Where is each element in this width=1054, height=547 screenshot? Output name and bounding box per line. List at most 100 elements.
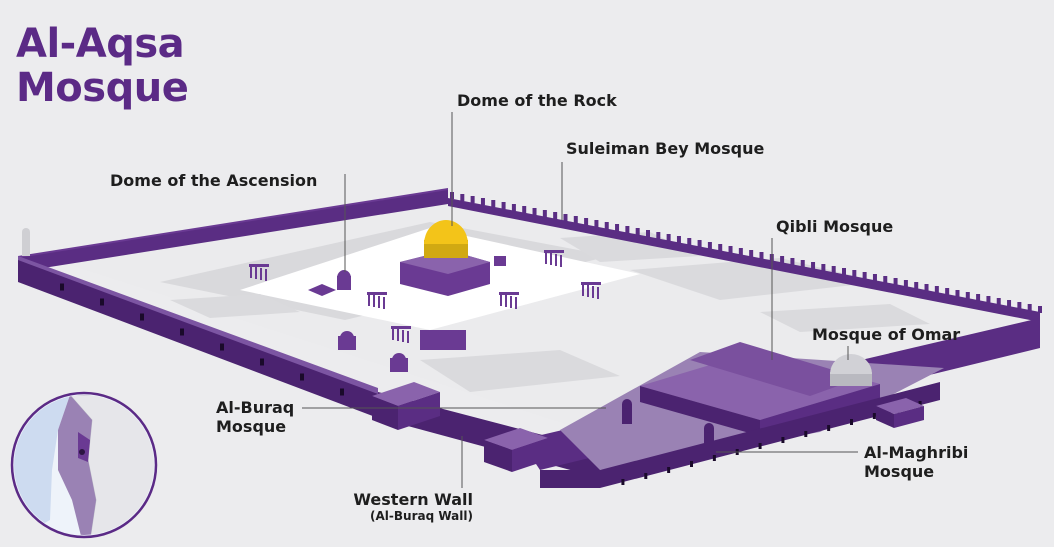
crenel	[491, 200, 496, 207]
crenel	[553, 212, 558, 219]
arcade-beam	[499, 292, 519, 295]
crenel	[862, 272, 867, 279]
east-wall	[448, 198, 1040, 322]
wall-window	[712, 455, 716, 461]
south-plaza-kiosk-dome	[622, 399, 632, 409]
north-wall	[18, 190, 448, 272]
crenel	[883, 276, 888, 283]
arcade-column	[550, 253, 552, 265]
arcade-column	[545, 252, 547, 264]
arcade-column	[250, 266, 252, 278]
crenel	[511, 204, 516, 211]
al-buraq-mosque-roof	[372, 382, 440, 406]
label-al-buraq-line-2: Mosque	[216, 417, 287, 436]
wall-window	[644, 473, 648, 479]
plaza-grey-6	[170, 294, 300, 318]
small-shrine-2-dome	[340, 331, 354, 338]
label-mosque-of-omar: Mosque of Omar	[812, 325, 961, 344]
crenel	[522, 206, 527, 213]
crenel	[635, 228, 640, 235]
crenel	[934, 286, 939, 293]
al-buraq-mosque-front	[398, 392, 440, 430]
platform-arcades	[249, 250, 601, 343]
crenel	[573, 216, 578, 223]
crenel	[996, 298, 1001, 305]
crenel	[811, 262, 816, 269]
qibli-mosque-wall	[640, 386, 760, 436]
label-al-buraq-line-1: Al-Buraq	[216, 398, 295, 417]
crenel	[842, 268, 846, 275]
small-shrine-2	[338, 336, 356, 350]
arcade-column	[378, 296, 380, 308]
crenel	[800, 260, 805, 267]
east-wall-crenellations	[450, 192, 1042, 313]
label-al-maghribi-line-2: Mosque	[864, 462, 935, 481]
south-gate-side	[876, 406, 894, 428]
crenel	[460, 194, 465, 201]
crenel	[584, 218, 589, 225]
mosque-of-omar-dome	[830, 354, 872, 374]
arcade-column	[582, 284, 584, 296]
arcade-column	[505, 295, 507, 307]
dome-of-the-ascension-base	[337, 276, 351, 290]
platform-building	[420, 330, 466, 350]
label-qibli-mosque: Qibli Mosque	[776, 217, 894, 236]
small-shrine-1	[308, 284, 336, 296]
crenel	[656, 232, 661, 239]
crenel	[790, 258, 795, 265]
wall-window	[850, 419, 853, 425]
wall-window	[140, 313, 144, 321]
western-wall-tower-side	[484, 440, 512, 472]
crenel	[480, 198, 485, 205]
wall-window	[804, 431, 808, 437]
crenel	[646, 230, 650, 237]
wall-window	[300, 373, 304, 381]
minaret-northwest	[22, 232, 30, 256]
wall-window	[60, 283, 64, 291]
arcade-column	[560, 255, 562, 267]
crenel	[759, 252, 764, 259]
arcade-beam	[581, 282, 601, 285]
crenel	[749, 250, 754, 257]
arcade-column	[368, 294, 370, 306]
arcade-beam	[249, 264, 269, 267]
crenel	[542, 210, 547, 217]
crenel	[532, 208, 537, 215]
dome-of-the-rock-dome	[424, 220, 468, 244]
crenel	[986, 296, 991, 303]
page-title: Al-Aqsa Mosque	[16, 21, 189, 110]
wall-window	[827, 425, 831, 431]
plaza-grey-3	[420, 350, 620, 392]
crenel	[604, 222, 609, 229]
al-maghribi-mosque-cap	[704, 423, 714, 433]
title-line-1: Al-Aqsa	[16, 21, 185, 67]
label-al-maghribi-line-1: Al-Maghribi	[864, 443, 969, 462]
wall-window	[621, 479, 625, 485]
crenel	[470, 196, 475, 203]
crenel	[615, 224, 620, 231]
arcade-beam	[544, 250, 564, 253]
arcade-beam	[391, 326, 411, 329]
label-al-maghribi-mosque: Al-Maghribi Mosque	[864, 443, 968, 481]
label-dome-of-the-ascension: Dome of the Ascension	[110, 171, 318, 190]
arcade-column	[515, 297, 517, 309]
wall-window	[100, 298, 104, 306]
sea-region	[14, 395, 70, 535]
wall-window	[690, 461, 693, 467]
dome-of-the-rock-drum	[424, 240, 468, 258]
western-wall-tower-roof	[484, 428, 548, 450]
wall-window	[180, 328, 184, 336]
wall-window	[340, 388, 344, 396]
label-western-wall-name: Western Wall	[353, 490, 473, 509]
crenel	[924, 284, 929, 291]
crenel	[1038, 306, 1042, 313]
arcade-column	[383, 297, 385, 309]
arcade-column	[402, 330, 404, 342]
plaza-grey-4	[560, 232, 700, 262]
arcade-column	[397, 329, 399, 341]
label-dome-of-the-rock: Dome of the Rock	[457, 91, 617, 110]
crenel	[965, 292, 970, 299]
south-gate-roof	[876, 398, 924, 414]
crenel	[945, 288, 950, 295]
